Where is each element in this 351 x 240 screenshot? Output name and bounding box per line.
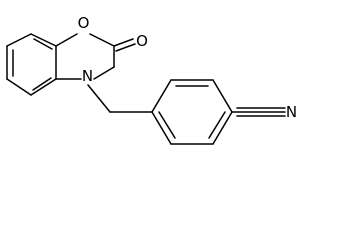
double-bond-inner [32, 77, 52, 91]
bond [55, 33, 78, 47]
bond [212, 79, 233, 113]
methylene-linker [87, 84, 153, 113]
nitrile-nitrogen-label: N [286, 103, 297, 121]
atom-labels: O O N N [78, 14, 298, 121]
double-bond-inner [33, 38, 53, 50]
structure-diagram: O O N N [6, 14, 298, 145]
nitrile-group [231, 107, 286, 117]
molecule-canvas: O O N N [6, 14, 298, 145]
oxazinone-ring [55, 33, 115, 80]
ring-nitrogen-label: N [82, 67, 93, 85]
benzonitrile-ring [151, 79, 233, 145]
fused-benzene-ring [6, 33, 57, 96]
bond [212, 111, 233, 145]
bond [30, 33, 57, 47]
bond [87, 84, 111, 113]
carbonyl-oxygen-label: O [136, 32, 148, 50]
ring-oxygen-label: O [78, 14, 90, 32]
double-bond-inner [208, 111, 226, 139]
carbonyl-bond [113, 38, 134, 47]
carbonyl-group [113, 38, 136, 52]
bond [151, 79, 172, 113]
bond [151, 111, 172, 145]
bond [6, 33, 32, 47]
carbonyl-bond-second [115, 43, 136, 52]
bond [6, 78, 32, 96]
double-bond-inner [158, 111, 176, 139]
bond [89, 33, 115, 47]
bond [93, 66, 115, 80]
bond [30, 78, 57, 96]
